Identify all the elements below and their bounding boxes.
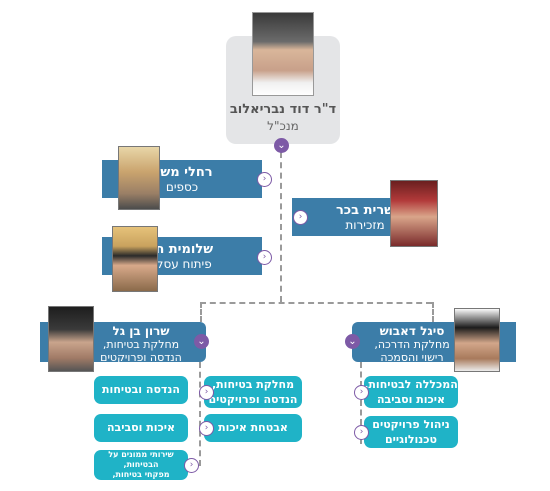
staff-role: מזכירות bbox=[345, 218, 385, 232]
unit-engineering-safety[interactable]: הנדסה ובטיחות bbox=[94, 376, 188, 404]
connector-main bbox=[280, 152, 282, 302]
department-head-avatar bbox=[48, 306, 94, 372]
department-head-name: שרון בן גל bbox=[112, 324, 170, 338]
unit-text-line1: מחלקת בטיחות, bbox=[211, 378, 295, 391]
unit-text-line3: יועצי בטיחות וכו' bbox=[109, 480, 173, 489]
chevron-down-icon[interactable]: ⌄ bbox=[274, 138, 289, 153]
connector-right bbox=[432, 302, 434, 322]
unit-text-line1: המכללה לבטיחות, bbox=[364, 378, 458, 391]
department-role-line1: מחלקת בטיחות, bbox=[102, 338, 180, 351]
chevron-left-icon[interactable]: ‹ bbox=[257, 250, 272, 265]
staff-role: פיתוח עסקי bbox=[152, 257, 212, 271]
staff-avatar bbox=[112, 226, 158, 292]
staff-name: שרית בכר bbox=[335, 203, 395, 218]
staff-avatar bbox=[118, 146, 160, 210]
chevron-left-icon[interactable]: ‹ bbox=[293, 210, 308, 225]
chevron-left-icon[interactable]: ‹ bbox=[199, 421, 214, 436]
unit-safety-engineering-projects[interactable]: מחלקת בטיחות, הנדסה ופרויקטים bbox=[204, 376, 302, 408]
chevron-down-icon[interactable]: ⌄ bbox=[345, 334, 360, 349]
staff-name: שלומית חן bbox=[150, 242, 214, 257]
department-head-avatar bbox=[454, 308, 500, 372]
chevron-left-icon[interactable]: ‹ bbox=[257, 172, 272, 187]
unit-text-line2: הנדסה ופרויקטים bbox=[208, 393, 298, 406]
unit-text-line1: ניהול פרויקטים bbox=[372, 418, 450, 431]
unit-safety-college[interactable]: המכללה לבטיחות, איכות וסביבה bbox=[364, 376, 458, 408]
ceo-name: ד"ר דוד נבריאלוב bbox=[229, 102, 337, 117]
chevron-down-icon[interactable]: ⌄ bbox=[194, 334, 209, 349]
unit-tech-project-management[interactable]: ניהול פרויקטים טכנולוגיים bbox=[364, 416, 458, 448]
connector-left bbox=[200, 302, 202, 322]
chevron-left-icon[interactable]: ‹ bbox=[199, 385, 214, 400]
department-role-line2: רישוי והסמכה bbox=[380, 351, 444, 364]
staff-avatar bbox=[390, 180, 438, 247]
department-role-line1: מחלקת הדרכה, bbox=[374, 338, 450, 351]
chevron-left-icon[interactable]: ‹ bbox=[354, 425, 369, 440]
unit-quality-environment[interactable]: איכות וסביבה bbox=[94, 414, 188, 442]
unit-safety-services[interactable]: שירותי ממונים על הבטיחות, מפקחי בטיחות, … bbox=[94, 450, 188, 489]
chevron-left-icon[interactable]: ‹ bbox=[354, 385, 369, 400]
unit-text-line2: איכות וסביבה bbox=[376, 393, 446, 406]
connector-left-units bbox=[199, 362, 201, 466]
unit-quality-assurance[interactable]: אבטחת איכות bbox=[204, 414, 302, 442]
unit-text-line2: טכנולוגיים bbox=[385, 433, 437, 446]
department-head-name: סיגל דאבוש bbox=[379, 324, 445, 338]
staff-name: רחלי משה bbox=[151, 165, 213, 180]
unit-text-line2: מפקחי בטיחות, bbox=[112, 470, 170, 479]
chevron-left-icon[interactable]: ‹ bbox=[184, 458, 199, 473]
connector-right-units bbox=[360, 362, 362, 444]
unit-text-line1: שירותי ממונים על הבטיחות, bbox=[108, 450, 174, 469]
department-role-line2: הנדסה ופרויקטים bbox=[100, 351, 182, 364]
ceo-role: מנכ"ל bbox=[267, 119, 299, 133]
ceo-avatar bbox=[252, 12, 314, 96]
staff-role: כספים bbox=[165, 180, 199, 194]
connector-horizontal bbox=[200, 302, 432, 304]
